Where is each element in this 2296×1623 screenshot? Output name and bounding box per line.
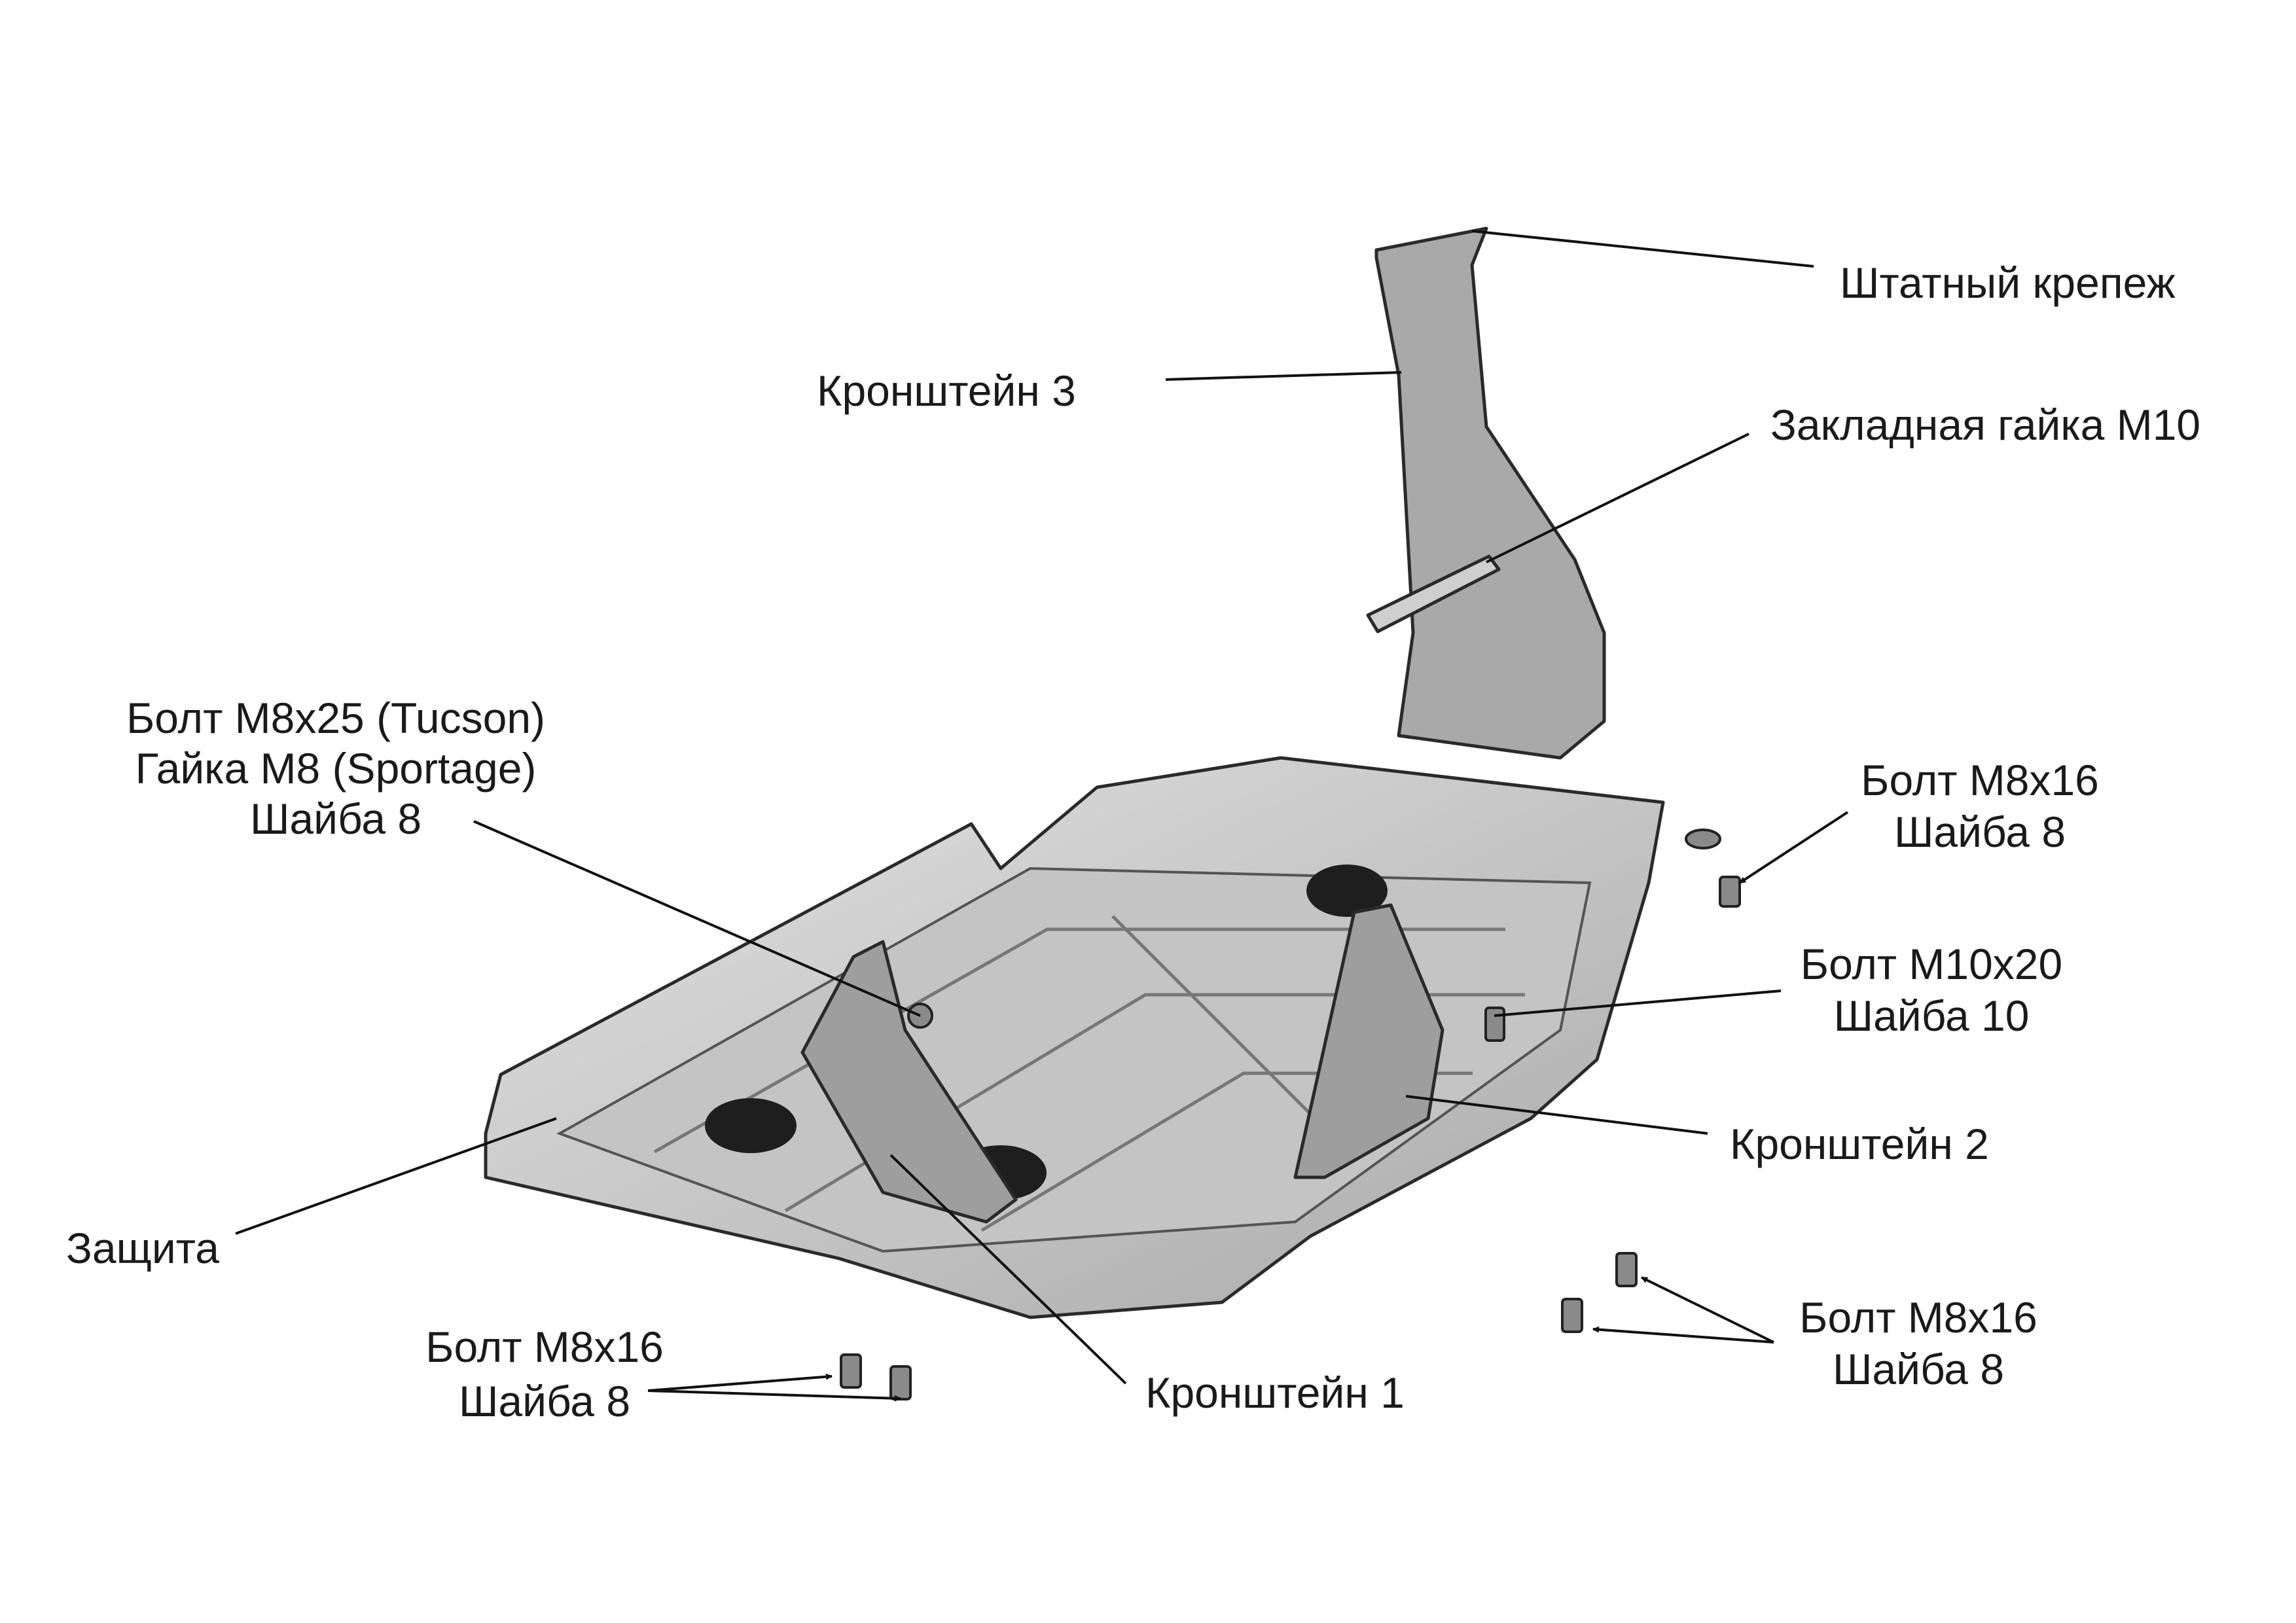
bracket-2 [1293,903,1444,1179]
leader-line [1494,990,1782,1017]
bracket-3 [1374,226,1606,760]
bolt-icon [889,1365,912,1400]
leader-line [1165,371,1402,381]
label-embedded-nut: Закладная гайка М10 [1770,401,2200,449]
guard-plate [484,756,1665,1319]
label-bolt-m8x25-line3: Шайба 8 [250,794,422,843]
leader-line [235,1117,557,1235]
label-bolt-m8x16-tr-line1: Болт М8x16 [1861,756,2099,804]
label-bracket-2: Кронштейн 2 [1730,1120,1989,1168]
bolt-icon [1719,876,1741,908]
label-bolt-m8x16-bl-line1: Болт М8x16 [425,1323,664,1371]
label-bolt-m8x16-br-line1: Болт М8x16 [1799,1293,2037,1342]
leader-line [1471,230,1814,268]
leader-line [473,820,921,1017]
label-bolt-m10x20-line1: Болт М10x20 [1801,940,2062,988]
leader-arrow [1592,1326,1774,1344]
leader-arrow [1641,1276,1774,1344]
label-bracket-1: Кронштейн 1 [1145,1368,1405,1417]
label-guard: Защита [66,1224,219,1272]
label-bolt-m8x16-bl-line2: Шайба 8 [459,1377,630,1425]
bolt-icon [1484,1007,1505,1042]
bolt-icon [1615,1252,1638,1287]
label-bolt-m10x20-line2: Шайба 10 [1834,991,2030,1040]
bolt-icon [1561,1298,1583,1333]
leader-line [1486,433,1749,563]
label-standard-fastener: Штатный крепеж [1840,259,2176,307]
label-bracket-3: Кронштейн 3 [817,366,1076,415]
leader-arrow [1738,811,1849,884]
rubber-pad [705,1098,797,1153]
washer-icon [1685,829,1721,849]
label-bolt-m8x16-tr-line2: Шайба 8 [1894,808,2066,856]
leader-arrow [647,1373,833,1392]
leader-arrow [647,1389,901,1402]
leader-line [1405,1095,1708,1135]
bolt-icon [840,1353,862,1389]
leader-line [889,1154,1127,1385]
bracket-1 [800,940,1018,1224]
label-bolt-m8x25-line1: Болт М8x25 (Tucson) [126,694,545,742]
label-bolt-m8x16-br-line2: Шайба 8 [1833,1345,2004,1393]
label-bolt-m8x25-line2: Гайка М8 (Sportage) [135,744,537,793]
embedded-nut-plate [1366,554,1501,633]
rubber-pad [1306,865,1388,917]
